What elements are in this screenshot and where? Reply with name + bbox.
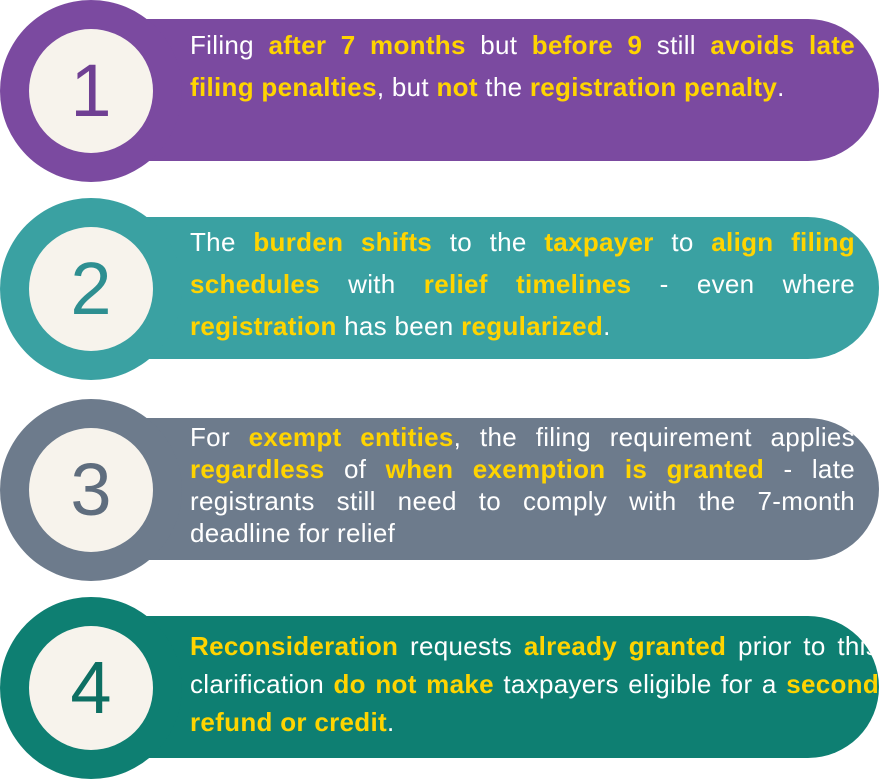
body-text: to: [653, 227, 712, 257]
item-2-badge: 2: [0, 198, 182, 380]
highlighted-text: Reconsideration: [190, 631, 399, 661]
body-text: .: [777, 72, 785, 102]
item-2-band: [140, 217, 879, 359]
item-2-text: The burden shifts to the taxpayer to ali…: [190, 221, 855, 347]
item-4-band: [140, 616, 879, 758]
highlighted-text: align filing schedules: [190, 227, 855, 299]
highlighted-text: already granted: [523, 631, 727, 661]
body-text: .: [386, 707, 395, 737]
highlighted-text: avoids late filing penalties: [190, 30, 856, 102]
highlighted-text: regularized: [461, 311, 604, 341]
highlighted-text: not: [436, 72, 478, 102]
body-text: , the filing requirement applies: [453, 422, 855, 452]
item-3: 3 For exempt entities, the filing requir…: [0, 399, 895, 581]
highlighted-text: relief timelines: [423, 269, 632, 299]
body-text: but: [465, 30, 532, 60]
body-text: of: [324, 454, 386, 484]
highlighted-text: do not make: [333, 669, 494, 699]
highlighted-text: burden shifts: [253, 227, 433, 257]
highlighted-text: regardless: [190, 454, 325, 484]
item-3-band: [140, 418, 879, 560]
body-text: has been: [336, 311, 462, 341]
item-4-text: Reconsideration requests already granted…: [190, 627, 879, 741]
item-1-text: Filing after 7 months but before 9 still…: [190, 24, 855, 108]
item-4-badge: 4: [0, 597, 182, 779]
body-text: .: [603, 311, 611, 341]
item-4-number: 4: [70, 646, 112, 729]
body-text: The: [190, 227, 254, 257]
body-text: - late registrants still need to comply …: [190, 454, 855, 548]
body-text: For: [190, 422, 249, 452]
item-2-number: 2: [70, 247, 112, 330]
body-text: still: [642, 30, 711, 60]
item-1-number: 1: [70, 49, 112, 132]
highlighted-text: second refund or credit: [190, 669, 880, 737]
body-text: taxpayers eligible for a: [493, 669, 787, 699]
highlighted-text: registration: [190, 311, 337, 341]
body-text: with: [319, 269, 424, 299]
item-2: 2 The burden shifts to the taxpayer to a…: [0, 198, 895, 380]
body-text: the: [477, 72, 530, 102]
body-text: Filing: [190, 30, 269, 60]
item-3-number: 3: [70, 448, 112, 531]
body-text: prior to this clarification: [190, 631, 879, 699]
body-text: requests: [398, 631, 524, 661]
item-1-badge: 1: [0, 0, 182, 182]
highlighted-text: registration penalty: [529, 72, 778, 102]
item-1-band: [140, 19, 879, 161]
highlighted-text: exempt entities: [248, 422, 454, 452]
item-3-badge: 3: [0, 399, 182, 581]
body-text: to the: [432, 227, 545, 257]
item-1: 1 Filing after 7 months but before 9 sti…: [0, 0, 895, 182]
highlighted-text: before 9: [531, 30, 643, 60]
item-3-text: For exempt entities, the filing requirem…: [190, 421, 855, 549]
highlighted-text: taxpayer: [544, 227, 654, 257]
body-text: - even where: [631, 269, 855, 299]
highlighted-text: when exemption is granted: [385, 454, 765, 484]
item-4: 4 Reconsideration requests already grant…: [0, 597, 895, 779]
highlighted-text: after 7 months: [268, 30, 466, 60]
body-text: , but: [376, 72, 437, 102]
